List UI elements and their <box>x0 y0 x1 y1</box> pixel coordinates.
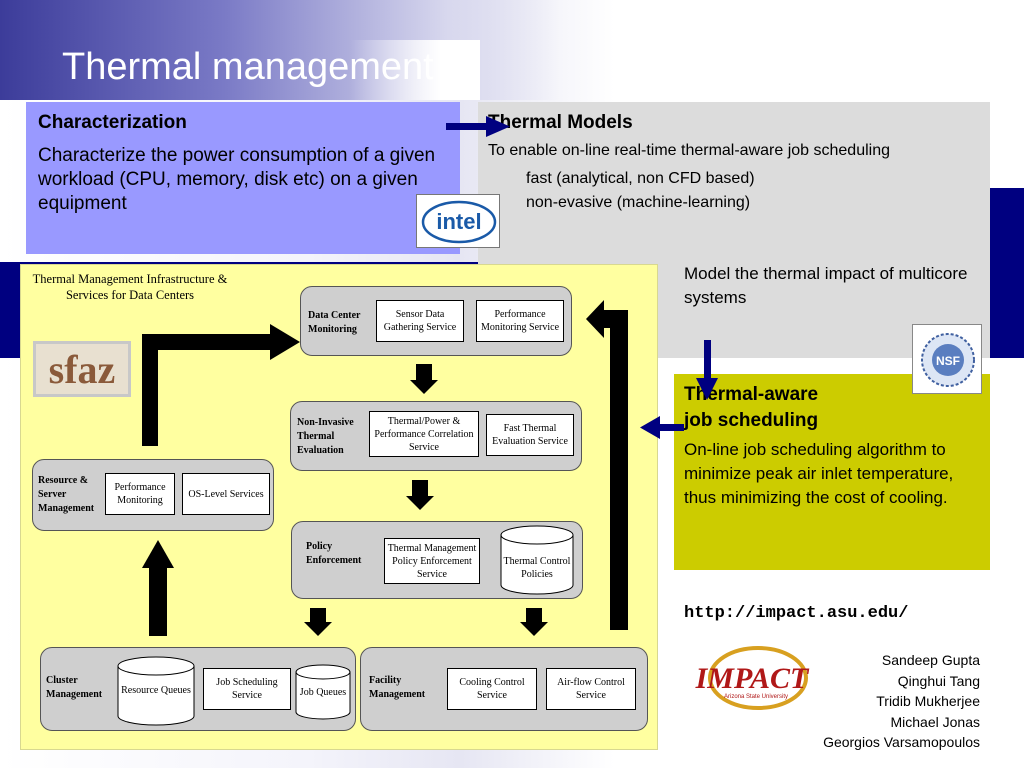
impact-logo: IMPACT Arizona State University <box>690 640 820 720</box>
impact-logo-subtext: Arizona State University <box>724 694 788 700</box>
policy-label: Policy Enforcement <box>306 541 362 566</box>
airflow-control-service: Air-flow Control Service <box>546 668 636 710</box>
nsf-logo-graphic: NSF <box>921 333 975 387</box>
characterization-heading: Characterization <box>38 112 187 133</box>
author-name: Michael Jonas <box>890 713 981 730</box>
job-queues-cylinder <box>295 664 351 720</box>
thermal-policies-store: Thermal Control Policies <box>500 525 574 595</box>
author-name: Georgios Varsamopoulos <box>823 734 980 750</box>
resource-group: Resource & Server Management Performance… <box>32 459 274 531</box>
thermal-models-description: To enable on-line real-time thermal-awar… <box>488 142 890 159</box>
characterization-box: Characterization Characterize the power … <box>26 102 460 254</box>
scheduling-body: On-line job scheduling algorithm to mini… <box>684 440 954 507</box>
job-queues-label: Job Queues <box>299 687 347 698</box>
thermal-policies-cylinder <box>500 525 574 595</box>
infrastructure-diagram: Thermal Management Infrastructure & Serv… <box>20 264 658 750</box>
thermal-models-impact: Model the thermal impact of multicore sy… <box>684 264 968 307</box>
sfaz-logo: sfaz <box>33 341 131 397</box>
thermal-models-bullet-2: non-evasive (machine-learning) <box>526 194 751 211</box>
scheduling-box: Thermal-aware job scheduling On-line job… <box>674 374 990 570</box>
resource-queues-label: Resource Queues <box>121 685 191 696</box>
author-name: Qinghui Tang <box>897 672 980 689</box>
author-name: Tridib Mukherjee <box>876 693 980 709</box>
intel-logo: intel <box>416 194 500 248</box>
facility-group: Facility Management Cooling Control Serv… <box>360 647 648 731</box>
thermal-models-heading: Thermal Models <box>488 112 633 133</box>
intel-logo-text: intel <box>436 209 481 234</box>
dc-monitoring-group: Data Center Monitoring Sensor Data Gathe… <box>300 286 572 356</box>
sfaz-logo-text: sfaz <box>49 347 116 392</box>
performance-monitoring-service: Performance Monitoring Service <box>476 300 564 342</box>
resource-label: Resource & Server Management <box>38 475 95 514</box>
resource-performance-monitoring: Performance Monitoring <box>105 473 175 515</box>
sfaz-logo-graphic: sfaz <box>33 341 131 397</box>
cooling-control-service: Cooling Control Service <box>447 668 537 710</box>
impact-logo-text: IMPACT <box>695 662 810 695</box>
sensor-data-service: Sensor Data Gathering Service <box>376 300 464 342</box>
thermal-models-bullet-1: fast (analytical, non CFD based) <box>526 170 755 187</box>
impact-logo-graphic: IMPACT Arizona State University <box>695 646 810 710</box>
title-fade <box>350 40 480 100</box>
nsf-logo: NSF <box>912 324 982 394</box>
cluster-label: Cluster Management <box>46 675 103 700</box>
facility-label: Facility Management <box>369 675 426 700</box>
thermal-policies-label: Thermal Control Policies <box>503 556 571 580</box>
noninvasive-group: Non-Invasive Thermal Evaluation Thermal/… <box>290 401 582 471</box>
correlation-service: Thermal/Power & Performance Correlation … <box>369 411 479 457</box>
cluster-group: Cluster Management Resource Queues Job S… <box>40 647 356 731</box>
characterization-body: Characterize the power consumption of a … <box>38 145 436 214</box>
author-name: Sandeep Gupta <box>881 652 980 668</box>
os-level-services: OS-Level Services <box>182 473 270 515</box>
noninvasive-label: Non-Invasive Thermal Evaluation <box>297 417 354 456</box>
policy-enforcement-service: Thermal Management Policy Enforcement Se… <box>384 538 480 584</box>
project-url[interactable]: http://impact.asu.edu/ <box>684 604 909 623</box>
resource-queues-store: Resource Queues <box>117 656 195 726</box>
job-scheduling-service: Job Scheduling Service <box>203 668 291 710</box>
policy-group: Policy Enforcement Thermal Management Po… <box>291 521 583 599</box>
dc-monitoring-label: Data Center Monitoring <box>308 310 361 335</box>
fast-thermal-service: Fast Thermal Evaluation Service <box>486 414 574 456</box>
intel-logo-graphic: intel <box>421 200 497 244</box>
diagram-title: Thermal Management Infrastructure & Serv… <box>32 272 228 302</box>
job-queues-store: Job Queues <box>295 664 351 720</box>
author-list: Sandeep Gupta Qinghui Tang Tridib Mukher… <box>823 650 980 753</box>
resource-queues-cylinder <box>117 656 195 726</box>
scheduling-heading-2: job scheduling <box>684 410 819 431</box>
nsf-logo-text: NSF <box>936 354 960 368</box>
